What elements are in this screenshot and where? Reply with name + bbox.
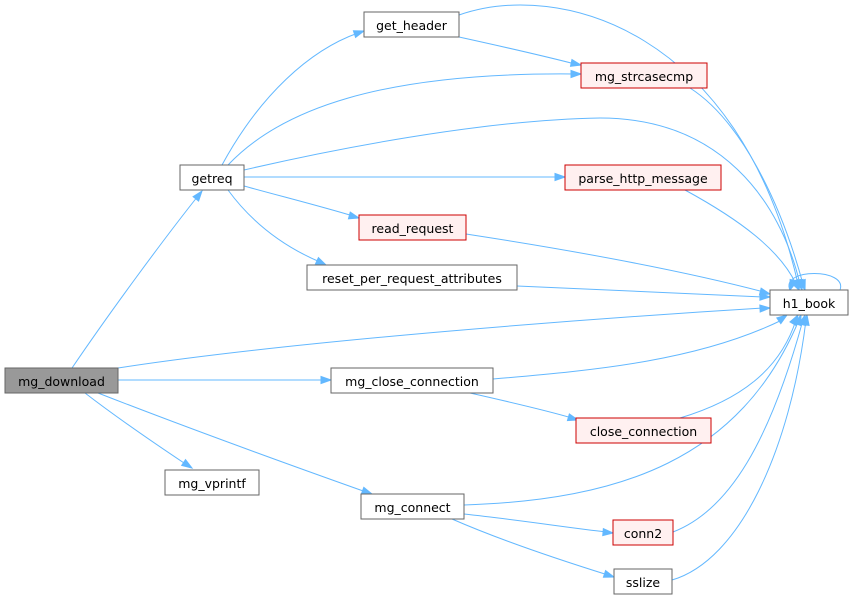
node-mg-vprintf[interactable]: mg_vprintf (164, 469, 260, 496)
node-label: mg_connect (374, 500, 450, 515)
edge-mg_close_connection-to-h1_book (492, 319, 783, 380)
edge-getreq-to-get_header (221, 32, 359, 166)
node-box[interactable] (360, 493, 465, 520)
node-reset-per-request-attributes[interactable]: reset_per_request_attributes (306, 264, 518, 291)
edge-mg_connect-to-h1_book (463, 319, 800, 506)
edge-getreq-to-read_request (243, 185, 354, 217)
node-label: mg_download (18, 374, 105, 389)
node-label: close_connection (590, 424, 697, 439)
node-box[interactable] (4, 367, 119, 394)
edge-getreq-to-reset_per_request_attributes (227, 189, 321, 263)
arrowhead-mg_close_connection-to-close_connection (566, 413, 580, 422)
arrowhead-mg_close_connection-to-h1_book (775, 314, 789, 325)
node-label: parse_http_message (578, 171, 708, 186)
node-label: conn2 (624, 526, 662, 541)
edge-mg_close_connection-to-close_connection (469, 392, 573, 419)
arrowhead-mg_download-to-mg_close_connection (320, 375, 333, 385)
node-box[interactable] (564, 164, 722, 191)
node-box[interactable] (179, 164, 245, 191)
node-label: mg_close_connection (345, 374, 479, 389)
arrowhead-getreq-to-get_header (352, 30, 366, 39)
node-label: sslize (626, 575, 661, 590)
node-box[interactable] (363, 11, 460, 38)
arrowhead-mg_download-to-mg_vprintf (180, 458, 194, 469)
node-box[interactable] (613, 568, 673, 595)
arrowhead-mg_download-to-h1_book (759, 304, 772, 313)
arrowhead-h1_book-to-h1_book (789, 278, 798, 292)
arrowhead-get_header-to-mg_strcasecmp (569, 58, 583, 67)
edge-conn2-to-h1_book (672, 319, 804, 533)
node-box[interactable] (306, 264, 518, 291)
edge-sslize-to-h1_book (671, 319, 807, 581)
node-mg-download[interactable]: mg_download (4, 367, 119, 394)
node-label: read_request (372, 221, 454, 236)
arrowhead-getreq-to-mg_strcasecmp (570, 69, 583, 79)
node-label: mg_vprintf (178, 476, 246, 491)
node-box[interactable] (580, 62, 708, 89)
edge-mg_strcasecmp-to-h1_book (689, 87, 804, 285)
node-box[interactable] (358, 214, 467, 241)
node-box[interactable] (769, 289, 849, 316)
node-box[interactable] (164, 469, 260, 496)
node-box[interactable] (575, 417, 712, 444)
node-box[interactable] (612, 519, 674, 546)
arrowhead-getreq-to-reset_per_request_attributes (314, 256, 328, 266)
node-box[interactable] (330, 367, 494, 394)
edge-get_header-to-h1_book (458, 4, 799, 285)
node-label: reset_per_request_attributes (322, 271, 502, 286)
edge-mg_connect-to-conn2 (463, 513, 608, 533)
edge-mg_download-to-getreq (71, 195, 199, 369)
node-get-header[interactable]: get_header (363, 11, 460, 38)
edge-mg_download-to-mg_vprintf (84, 392, 188, 466)
node-conn2[interactable]: conn2 (612, 519, 674, 546)
edge-get_header-to-mg_strcasecmp (458, 36, 576, 65)
edge-mg_download-to-h1_book (117, 307, 765, 369)
edge-mg_connect-to-sslize (451, 518, 609, 576)
arrowhead-getreq-to-parse_http_message (554, 172, 567, 182)
node-getreq[interactable]: getreq (179, 164, 245, 191)
node-label: h1_book (783, 296, 836, 311)
node-sslize[interactable]: sslize (613, 568, 673, 595)
edge-read_request-to-h1_book (465, 233, 765, 293)
node-label: get_header (376, 18, 448, 33)
edges-layer (71, 4, 841, 581)
edge-mg_download-to-mg_connect (97, 392, 367, 493)
edge-getreq-to-h1_book (243, 117, 801, 285)
edge-h1_book-to-h1_book (788, 273, 841, 291)
arrowhead-mg_connect-to-conn2 (602, 527, 615, 537)
arrowhead-mg_strcasecmp-to-h1_book (797, 278, 806, 292)
arrowhead-getreq-to-read_request (347, 211, 361, 220)
node-close-connection[interactable]: close_connection (575, 417, 712, 444)
edge-getreq-to-mg_strcasecmp (227, 73, 576, 166)
node-h1-book[interactable]: h1_book (769, 289, 849, 316)
node-read-request[interactable]: read_request (358, 214, 467, 241)
arrowhead-reset_per_request_attributes-to-h1_book (759, 292, 772, 301)
node-mg-strcasecmp[interactable]: mg_strcasecmp (580, 62, 708, 89)
arrowhead-sslize-to-h1_book (801, 313, 810, 326)
edge-close_connection-to-h1_book (679, 319, 797, 419)
node-mg-close-connection[interactable]: mg_close_connection (330, 367, 494, 394)
node-mg-connect[interactable]: mg_connect (360, 493, 465, 520)
edge-parse_http_message-to-h1_book (684, 189, 797, 285)
node-label: getreq (191, 171, 232, 186)
nodes-layer: mg_download getreq get_header mg_strcasecmp… (4, 11, 849, 595)
node-label: mg_strcasecmp (595, 69, 693, 84)
arrowhead-mg_download-to-getreq (192, 189, 203, 202)
node-parse-http-message[interactable]: parse_http_message (564, 164, 722, 191)
edge-reset_per_request_attributes-to-h1_book (516, 285, 765, 298)
arrowhead-mg_connect-to-sslize (602, 569, 616, 578)
